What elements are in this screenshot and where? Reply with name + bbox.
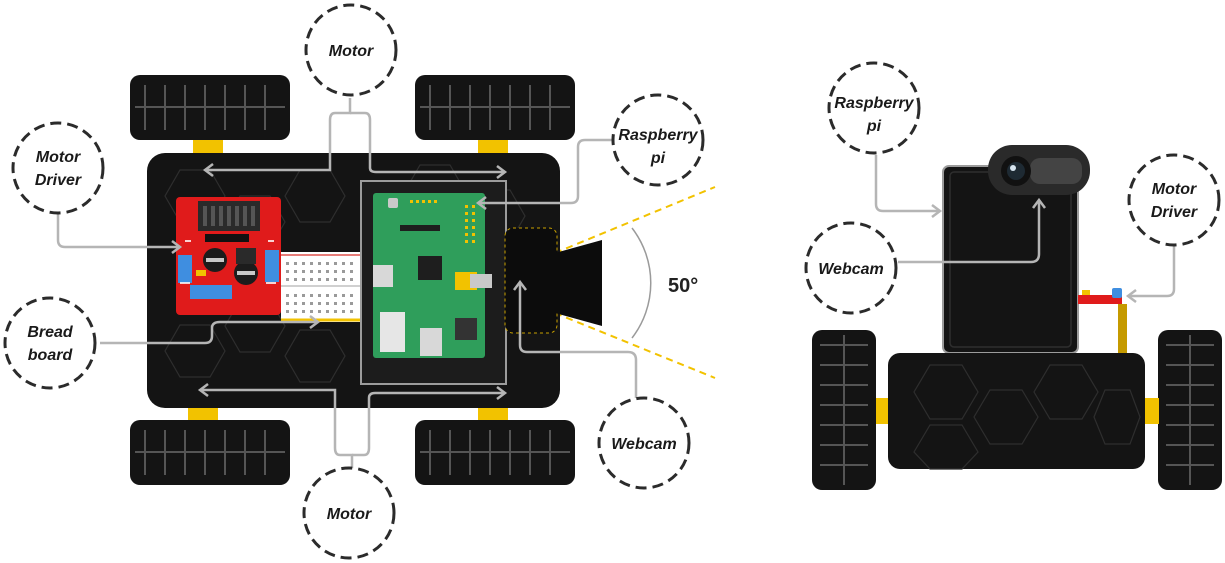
fov-angle-arc [631,227,652,339]
driver-terminal [1082,290,1090,295]
label-motor-driver-right-1: Motor [1152,181,1197,198]
wheel-front-left [812,330,876,490]
connector-motor-top-right [350,111,505,174]
arrow-motor-top-right [496,165,508,179]
webcam-front [988,145,1090,195]
top-view: 50° [3,3,716,560]
label-raspberry-pi-left-2: pi [650,150,666,167]
connector-webcam-left [518,282,638,398]
breadboard [281,252,363,322]
label-motor-bottom: Motor [327,506,372,523]
motor-mount-tr [478,140,508,155]
bubble-motor-driver-left: Motor Driver [11,121,105,215]
motor-mount-bl [188,405,218,420]
label-webcam-right: Webcam [818,261,884,278]
webcam-top [504,227,602,334]
connector-breadboard [100,320,318,345]
connector-raspberry-pi-left [478,138,612,205]
connector-motor-bottom-right [352,391,505,457]
arrow-webcam [513,279,527,291]
wheel-top-right [415,75,575,140]
connector-motor-driver-right [1128,246,1176,298]
connector-motor-bottom [200,388,354,470]
arrow-raspberry-pi [475,196,487,210]
motor-driver-side [1078,295,1122,304]
label-motor-top: Motor [329,43,374,60]
label-motor-driver-right-2: Driver [1151,204,1198,221]
connector-motor-driver [56,212,180,249]
label-motor-driver-left-1: Motor [36,149,81,166]
motor-mount-br [478,405,508,420]
arrow-breadboard [309,315,321,329]
wheel-bottom-left [130,420,290,485]
label-breadboard-1: Bread [27,324,74,341]
motor-driver-board [176,197,281,315]
arrow-motor-driver [171,240,183,254]
label-motor-driver-left-2: Driver [35,172,82,189]
raspberry-pi-board [373,193,492,358]
chassis-front-hex-pattern [913,364,1141,470]
arrow-motor-driver-right [1125,289,1137,303]
arrow-motor-bottom-right [496,386,508,400]
label-raspberry-pi-left-1: Raspberry [618,127,698,144]
arrow-raspberry-pi-right [931,204,943,218]
axle-mount-left [876,398,890,424]
motor-mount-tl [193,140,223,155]
bubble-breadboard: Bread board [3,296,97,390]
bubble-webcam-right: Webcam [804,221,898,315]
arrow-webcam-right [1032,197,1046,209]
bubble-webcam-left: Webcam [597,396,691,490]
bubble-motor-bottom: Motor [302,466,396,560]
motor-driver-post [1118,304,1127,356]
wheel-top-left [130,75,290,140]
chassis-front [888,353,1145,469]
fov-line-upper [554,186,716,254]
label-breadboard-2: board [28,347,74,364]
front-view: Raspberry pi Webcam Motor Driver [804,61,1222,490]
camera-angle-label: 50° [668,275,698,297]
bubble-raspberry-pi-right: Raspberry pi [827,61,921,155]
driver-heatsink [1112,288,1122,298]
bubble-motor-driver-right: Motor Driver [1127,153,1221,247]
bubble-raspberry-pi-left: Raspberry pi [611,93,705,187]
bubble-motor-top: Motor [304,3,398,97]
arrow-motor-top-left [202,163,214,177]
wheel-front-right [1158,330,1222,490]
connector-motor-top [205,98,352,172]
label-raspberry-pi-right-1: Raspberry [834,95,914,112]
wheel-bottom-right [415,420,575,485]
connector-webcam-right [898,200,1041,264]
fov-line-lower [554,312,716,379]
arrow-motor-bottom-left [197,383,209,397]
label-raspberry-pi-right-2: pi [866,118,882,135]
label-webcam-left: Webcam [611,436,677,453]
axle-mount-right [1145,398,1159,424]
connector-raspberry-pi-right [874,155,940,213]
